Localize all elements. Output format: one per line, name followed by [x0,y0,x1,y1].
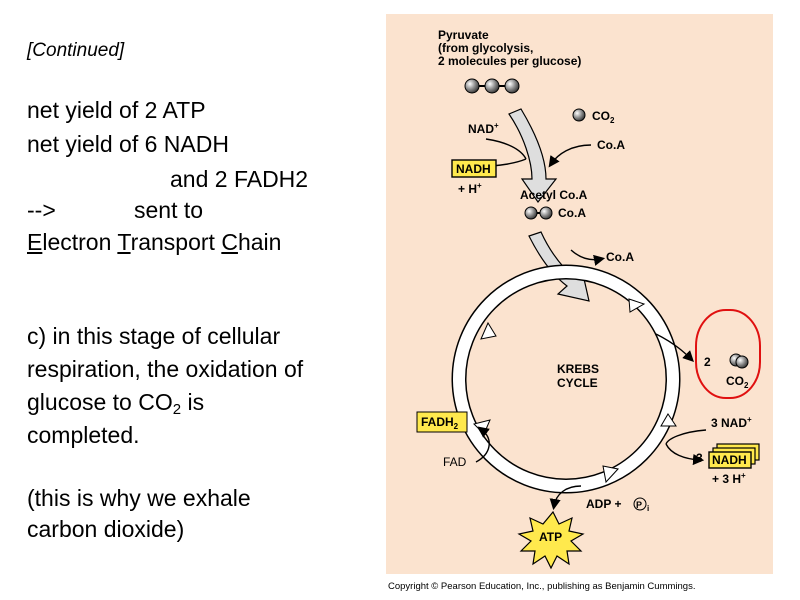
krebs-cycle-diagram: Pyruvate (from glycolysis, 2 molecules p… [416,28,761,570]
h-plus-label: + H+ [458,181,482,196]
para-c-line3-sub: 2 [172,401,182,418]
acetyl-coa-label: Acetyl Co.A [520,188,588,202]
fad-label: FAD [443,455,467,469]
co2-out-label: CO2 [726,374,749,390]
krebs-ring [453,266,679,492]
coa-label-1: Co.A [597,138,625,152]
three-nadh-count: 3 [696,451,703,465]
etc-c: C [221,229,238,255]
sent-to-text: sent to [134,197,204,223]
highlight-red-circle [695,309,761,399]
acetyl-carbon-1 [524,206,538,220]
pyruvate-carbon-1 [464,78,480,94]
three-h-label: + 3 H+ [712,471,746,486]
krebs-label-1: KREBS [557,362,599,376]
coa-label-2: Co.A [558,206,586,220]
etc-e: E [27,229,43,255]
atp-starburst [517,510,585,570]
pyruvate-label-2: (from glycolysis, [438,41,533,55]
nadh-out-box [708,451,752,469]
pi-label: P [636,500,642,510]
para-d-line1: (this is why we exhale [27,485,251,511]
etc-line: Electron Transport Chain [27,229,281,256]
coa-label-3: Co.A [606,250,634,264]
nadh-yield-line: net yield of 6 NADH [27,131,229,157]
etc-t: T [117,229,131,255]
fadh2-label: FADH2 [421,415,459,431]
nadh-out-label: NADH [712,453,747,467]
para-c-line3: glucose to CO2 is [27,389,204,418]
para-c-line3-a: glucose to CO [27,389,173,415]
pi-icon [633,497,647,511]
etc-ransport: ransport [130,229,222,255]
three-nad-label: 3 NAD+ [711,415,752,430]
para-c-line4: completed. [27,422,140,448]
pi-sub-label: i [647,504,649,513]
pyruvate-label-1: Pyruvate [438,28,489,42]
krebs-label-2: CYCLE [557,376,598,390]
nadh-label: NADH [456,162,491,176]
fadh2-box [416,411,468,433]
adp-label: ADP + [586,497,621,511]
atp-yield-line: net yield of 2 ATP [27,97,206,123]
arrow-text: --> [27,197,56,223]
para-c-line3-b: is [181,389,205,415]
co2-out-ball-2 [735,355,749,369]
atp-label: ATP [539,530,562,544]
acetyl-carbon-2 [539,206,553,220]
etc-lectron: lectron [42,229,118,255]
co2-label: CO2 [592,109,615,125]
pyruvate-carbon-2 [484,78,500,94]
para-c-line1: c) in this stage of cellular [27,323,281,349]
co2-ball-icon [572,108,586,122]
pyruvate-label-3: 2 molecules per glucose) [438,54,581,68]
nad-plus-label: NAD+ [468,121,499,136]
continued-label: [Continued] [27,40,125,61]
copyright-text: Copyright © Pearson Education, Inc., pub… [388,581,696,592]
fadh2-yield-line: and 2 FADH2 [170,166,309,192]
para-d-line2: carbon dioxide) [27,516,185,542]
two-co2-count: 2 [704,355,711,369]
etc-hain: hain [237,229,282,255]
pyruvate-to-acetyl-arrow [508,108,558,204]
para-c-line2: respiration, the oxidation of [27,356,304,382]
nadh-box [451,159,497,178]
pyruvate-carbon-3 [504,78,520,94]
